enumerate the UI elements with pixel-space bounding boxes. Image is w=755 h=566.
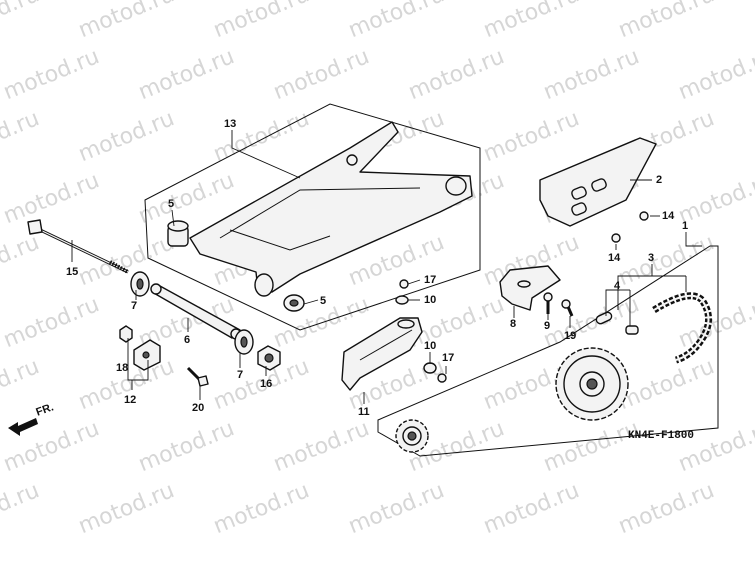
callout-18: 18 — [116, 362, 129, 374]
callout-15: 15 — [66, 266, 79, 278]
callout-17: 17 — [442, 352, 455, 364]
swingarm — [167, 121, 473, 297]
callout-17: 17 — [424, 274, 437, 286]
bolt-19 — [561, 299, 574, 317]
callout-4: 4 — [614, 280, 621, 292]
pivot-bolt — [27, 219, 129, 274]
callout-19: 19 — [564, 330, 577, 342]
bolt-17-upper — [399, 279, 409, 289]
bolt-14-a — [639, 211, 649, 221]
callout-16: 16 — [260, 378, 273, 390]
diagram-code: KN4E-F1800 — [628, 430, 695, 442]
chain-case — [539, 137, 657, 227]
callout-2: 2 — [656, 174, 663, 186]
callout-5: 5 — [320, 295, 327, 307]
callout-10: 10 — [424, 294, 437, 306]
callout-1: 1 — [682, 220, 689, 232]
callout-20: 20 — [192, 402, 205, 414]
callout-3: 3 — [648, 252, 655, 264]
callout-12: 12 — [124, 394, 137, 406]
drive-chain-assembly-frame — [377, 245, 719, 457]
callout-14: 14 — [608, 252, 621, 264]
front-direction-arrow — [8, 418, 38, 436]
bolt-17-lower — [437, 373, 447, 383]
callout-13: 13 — [224, 118, 237, 130]
callout-14: 14 — [662, 210, 675, 222]
drive-chain — [652, 292, 712, 364]
callout-9: 9 — [544, 320, 551, 332]
callout-8: 8 — [510, 318, 517, 330]
bolt-14-b — [611, 233, 621, 243]
leader-lines — [71, 130, 702, 404]
chain-guide-bracket — [133, 339, 161, 371]
bolt-20 — [186, 366, 209, 387]
collar-10-upper — [395, 295, 409, 305]
collar-10-lower — [423, 362, 437, 374]
pivot-nut — [257, 345, 281, 371]
washer-left — [130, 271, 150, 297]
callout-11: 11 — [358, 406, 370, 418]
driven-sprocket — [555, 347, 629, 421]
bushing-right — [283, 294, 305, 312]
washer-right — [234, 329, 254, 355]
callout-7: 7 — [237, 369, 244, 381]
swingarm-assembly-frame — [144, 103, 481, 331]
nut-18 — [119, 325, 133, 343]
callout-7: 7 — [131, 300, 138, 312]
pivot-collar — [150, 283, 242, 340]
chain-guide — [499, 265, 561, 311]
bolt-9 — [543, 292, 553, 314]
drive-sprocket — [395, 419, 429, 453]
callout-6: 6 — [184, 334, 191, 346]
chain-joint — [595, 311, 639, 335]
chain-slider — [341, 317, 423, 391]
callout-10: 10 — [424, 340, 437, 352]
callout-5: 5 — [168, 198, 175, 210]
